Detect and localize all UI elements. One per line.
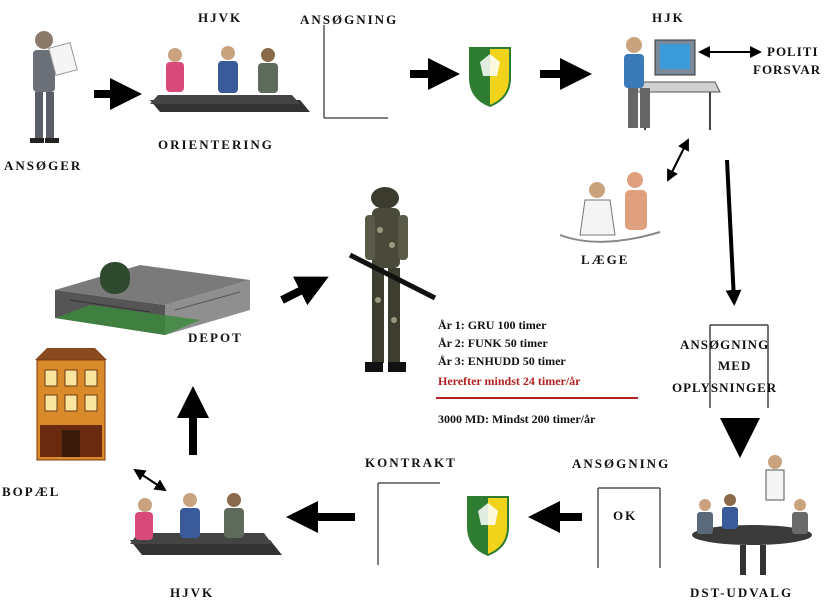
label-contract: KONTRAKT	[365, 455, 457, 470]
depot-building	[55, 262, 250, 335]
dst-committee-illustration	[692, 455, 812, 575]
residence-house	[35, 348, 107, 461]
arrow-hjk-to-application	[725, 159, 742, 306]
training-3000md: 3000 MD: Mindst 200 timer/år	[438, 412, 596, 426]
label-hjk: HJK	[652, 10, 685, 25]
label-application-top: ANSØGNING	[300, 12, 399, 27]
application-info-box	[709, 324, 769, 408]
arrow-depot-to-soldier	[280, 276, 329, 306]
arrow-meeting-residence	[133, 468, 167, 492]
label-applicant: ANSØGER	[4, 158, 83, 173]
training-year2: År 2: FUNK 50 timer	[438, 336, 548, 350]
label-application-info-1: ANSØGNING	[680, 337, 770, 352]
label-application-info-3: OPLYSNINGER	[672, 380, 778, 395]
label-residence: BOPÆL	[2, 484, 61, 499]
doctor-illustration	[559, 172, 661, 243]
shield-emblem-bottom	[467, 496, 509, 557]
meeting-illustration-bottom	[130, 493, 282, 555]
applicant-figure	[30, 31, 78, 143]
label-depot: DEPOT	[188, 330, 243, 345]
training-thereafter: Herefter mindst 24 timer/år	[438, 374, 581, 388]
shield-emblem-top	[469, 47, 511, 108]
arrow-hjk-doctor	[667, 138, 689, 182]
training-year3: År 3: ENHUDD 50 timer	[438, 354, 566, 368]
label-ok: OK	[613, 508, 638, 523]
label-orientation: ORIENTERING	[158, 137, 274, 152]
flow-arrows	[94, 58, 760, 533]
label-application-ok: ANSØGNING	[572, 456, 671, 471]
label-police: POLITI	[767, 44, 819, 59]
contract-document	[377, 482, 440, 565]
label-dst-committee: DST-UDVALG	[690, 585, 794, 600]
label-hjvk-bottom: HJVK	[170, 585, 215, 600]
label-application-info-2: MED	[718, 358, 752, 373]
application-ok-box	[597, 487, 661, 568]
meeting-illustration-top	[150, 46, 310, 112]
label-hjvk-top: HJVK	[198, 10, 243, 25]
label-defence: FORSVAR	[753, 62, 822, 77]
hjk-workstation	[624, 37, 721, 130]
label-doctor: LÆGE	[581, 252, 630, 267]
soldier-figure	[348, 187, 437, 372]
training-year1: År 1: GRU 100 timer	[438, 318, 547, 332]
application-document-top	[323, 25, 388, 119]
